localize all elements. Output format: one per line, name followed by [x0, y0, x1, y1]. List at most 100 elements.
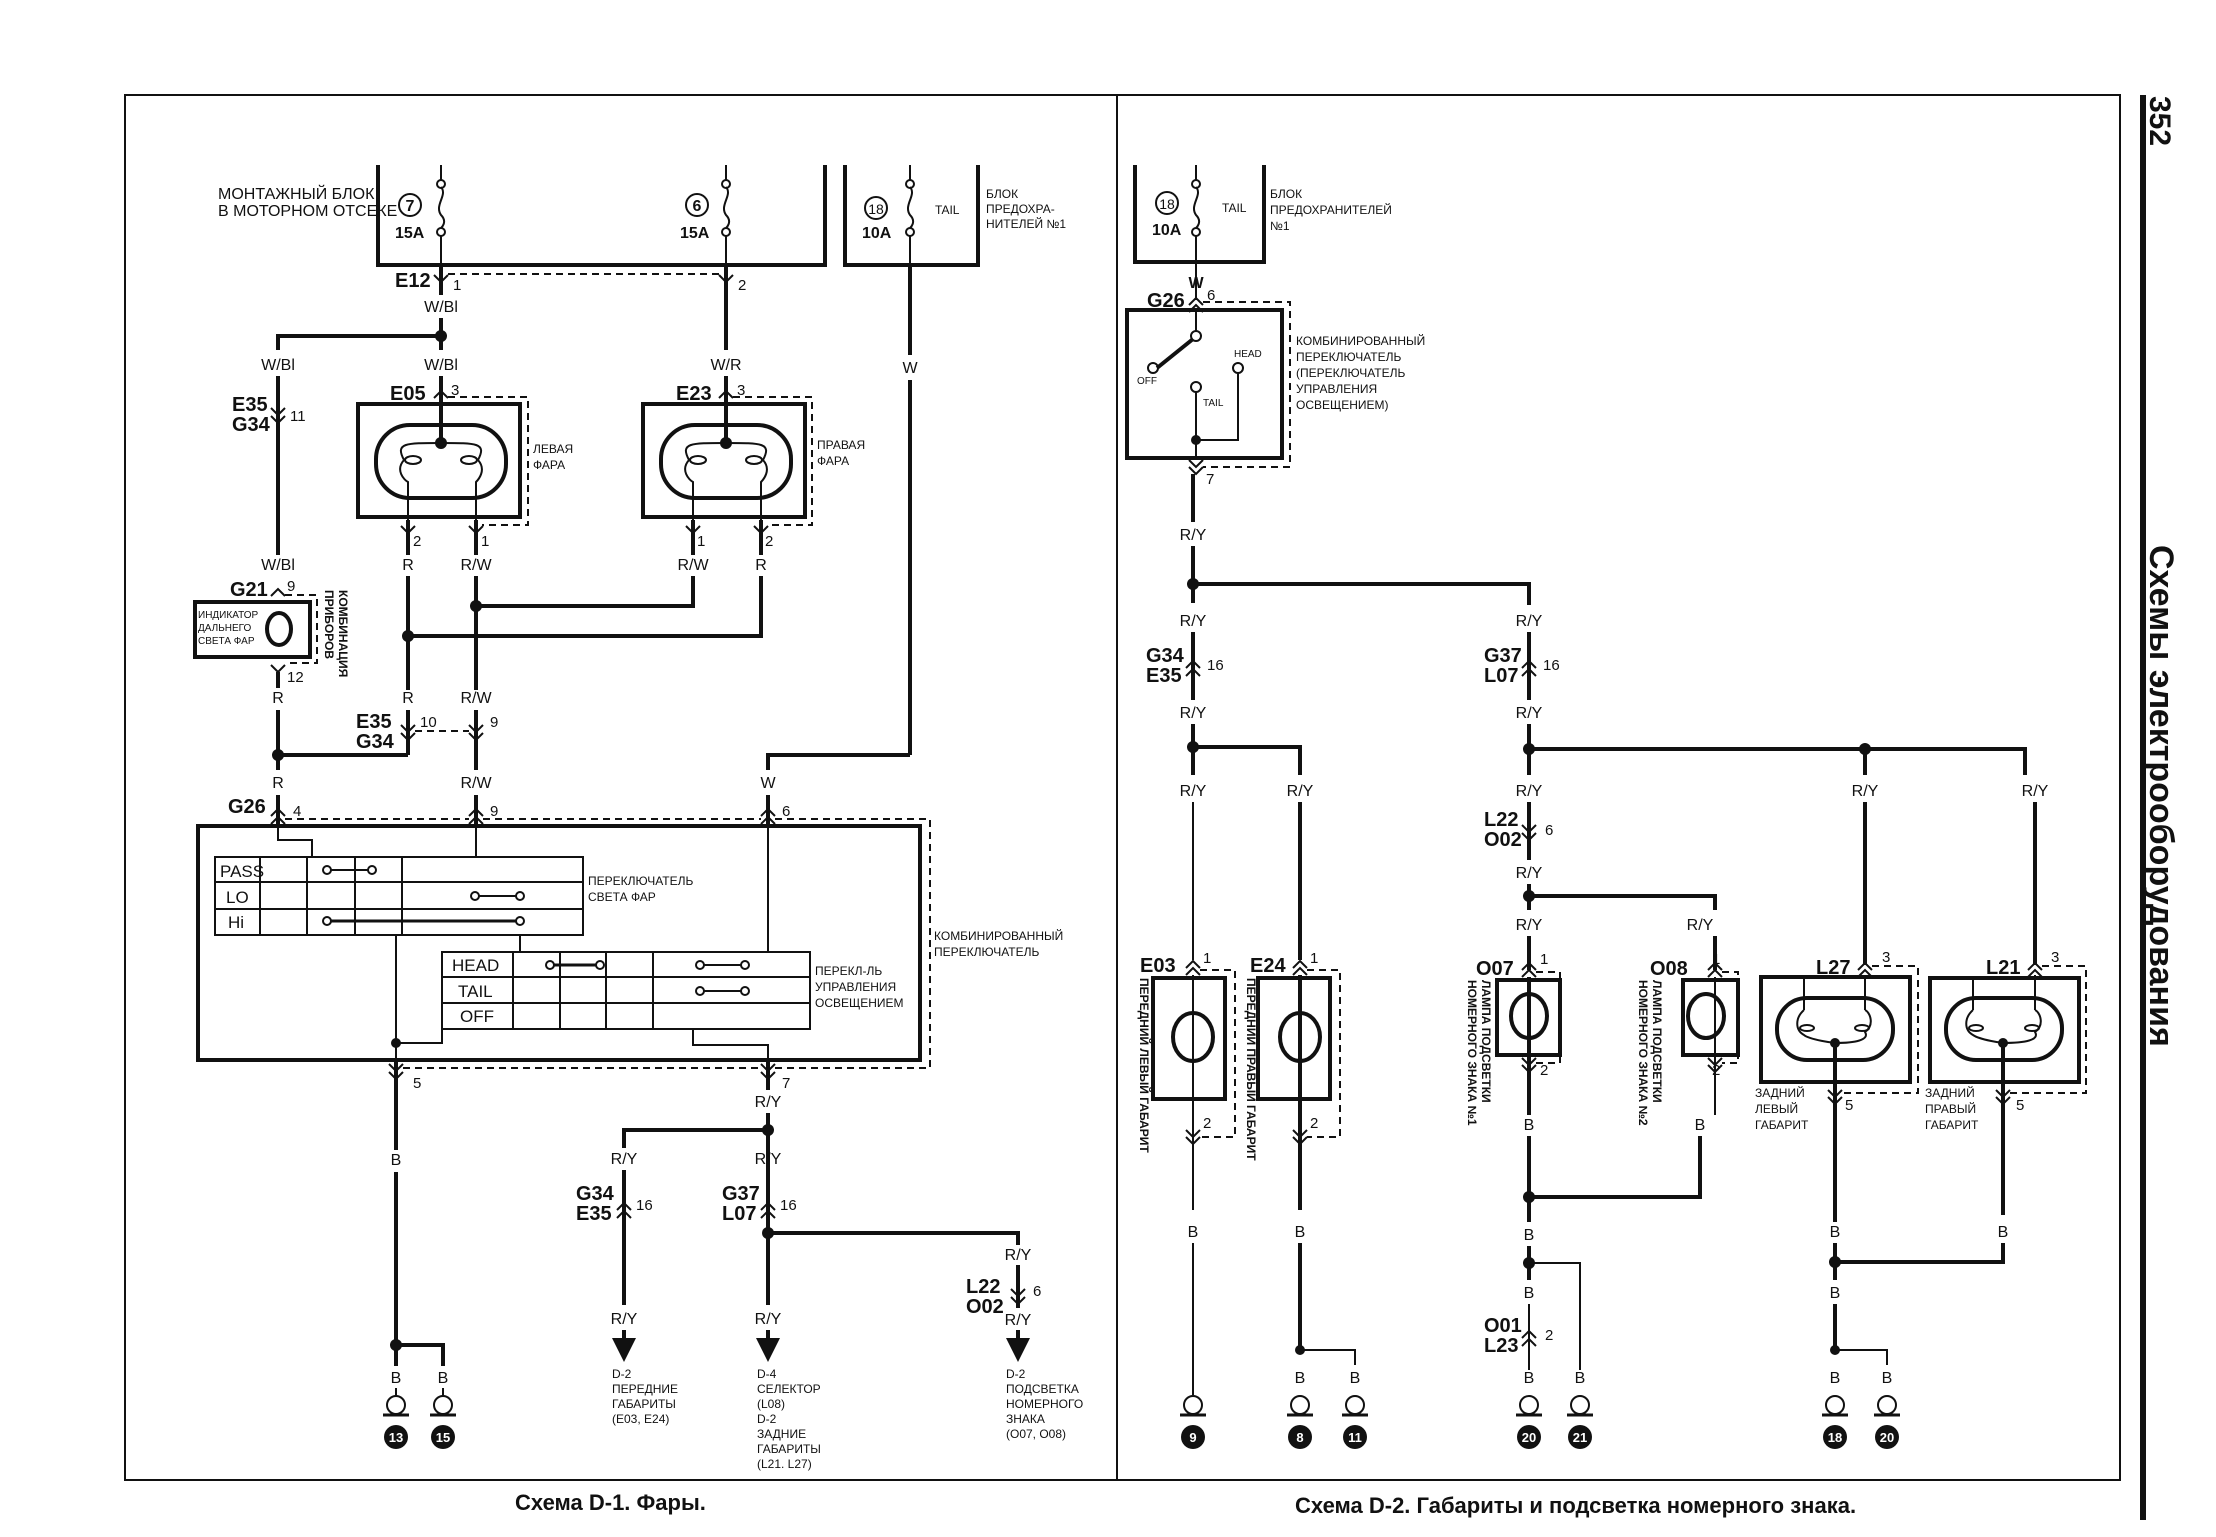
component-label: ЗАДНИЙ — [1755, 1085, 1805, 1100]
connector-label: G26 — [1147, 290, 1185, 312]
component-label: ЛАМПА ПОДСВЕТКИ — [1650, 980, 1664, 1103]
pin-number: 12 — [287, 669, 304, 686]
ground-20b: B 20 — [1874, 1370, 1900, 1449]
pin-number: 1 — [453, 277, 461, 294]
connector-label: E23 — [676, 383, 712, 405]
wire-color-label: R/Y — [1516, 917, 1543, 934]
wire-color-label: B — [1575, 1370, 1586, 1387]
fuse-icon — [723, 165, 731, 265]
wire-color-label: R/Y — [1005, 1312, 1032, 1329]
wire-color-label: R/W — [460, 775, 492, 792]
switch-row-off: OFF — [460, 1007, 494, 1026]
connector-label: L07 — [722, 1203, 756, 1225]
ground-13: B 13 — [383, 1370, 409, 1449]
license-light-1-o07: O07 1 2 ЛАМПА ПОДСВЕТКИ НОМЕРНОГО ЗНАКА … — [1465, 951, 1562, 1126]
ground-number: 15 — [436, 1430, 450, 1445]
rear-left-clearance-l27: L27 3 5 ЗАДНИЙ ЛЕВЫЙ ГАБАРИТ — [1755, 949, 1919, 1132]
wire-color-label: B — [1524, 1117, 1535, 1134]
pin-number: 2 — [1310, 1115, 1318, 1132]
connector-label: E24 — [1250, 955, 1286, 977]
ground-8: B 8 — [1287, 1370, 1313, 1449]
light-switch-g26: G26 6 OFF TAIL HEAD 7 КОМБИНИРОВАННЫЙ ПЕ… — [1125, 287, 1425, 488]
component-label: ЛАМПА ПОДСВЕТКИ — [1479, 980, 1493, 1103]
connector-label: G26 — [228, 796, 266, 818]
wire-color-label: R/Y — [755, 1311, 782, 1328]
fuse-block-label: В МОТОРНОМ ОТСЕКЕ — [218, 203, 397, 220]
license-light-2-o08: O08 1 2 ЛАМПА ПОДСВЕТКИ НОМЕРНОГО ЗНАКА … — [1636, 951, 1740, 1126]
component-label: ОСВЕЩЕНИЕМ) — [1296, 398, 1389, 412]
connector-label: O07 — [1476, 958, 1514, 980]
diagram-d2: 18 10A TAIL БЛОК ПРЕДОХРАНИТЕЛЕЙ №1 W G2… — [1125, 165, 2087, 1518]
wire-color-label: R/Y — [1687, 917, 1714, 934]
wire-color-label: R/Y — [1516, 865, 1543, 882]
wire-color-label: R/W — [460, 690, 492, 707]
wire-color-label: W/Bl — [261, 357, 295, 374]
fuse-block-label: БЛОК — [986, 187, 1018, 201]
wire-color-label: R/Y — [1516, 705, 1543, 722]
bulb-icon — [1686, 992, 1726, 1040]
ground-icon — [1290, 1395, 1310, 1415]
reference-text: D-2 — [612, 1367, 632, 1381]
wire-color-label: R/Y — [2022, 783, 2049, 800]
component-label: УПРАВЛЕНИЯ — [1296, 382, 1377, 396]
connector-label: O08 — [1650, 958, 1688, 980]
wire-color-label: R — [272, 690, 284, 707]
pin-number: 5 — [2016, 1097, 2024, 1114]
ground-icon — [1183, 1395, 1203, 1415]
connector-label: G34 — [576, 1183, 615, 1205]
wire-color-label: R/Y — [1516, 613, 1543, 630]
page-number: 352 — [2143, 96, 2176, 146]
connector-label: O02 — [1484, 829, 1522, 851]
wire-color-label: B — [1295, 1224, 1306, 1241]
connector-label: G37 — [722, 1183, 760, 1205]
wire-color-label: R — [272, 775, 284, 792]
ground-icon — [1570, 1395, 1590, 1415]
connector-label: O01 — [1484, 1315, 1522, 1337]
wire-color-label: B — [1524, 1285, 1535, 1302]
wire-color-label: B — [1882, 1370, 1893, 1387]
pin-number: 1 — [1203, 950, 1211, 967]
fuse-number: 18 — [868, 201, 884, 217]
component-label: ЗАДНИЙ — [1925, 1085, 1975, 1100]
wire-color-label: R/Y — [1180, 783, 1207, 800]
wire-color-label: R — [402, 690, 414, 707]
pin-number: 16 — [1207, 657, 1224, 674]
component-label: ПЕРЕДНИЙ ПРАВЫЙ ГАБАРИТ — [1244, 978, 1259, 1161]
wire-color-label: B — [391, 1152, 402, 1169]
component-label: ОСВЕЩЕНИЕМ — [815, 996, 904, 1010]
wire-color-label: B — [1350, 1370, 1361, 1387]
pin-number: 1 — [1712, 951, 1720, 968]
pin-number: 9 — [490, 714, 498, 731]
pin-number: 6 — [1033, 1283, 1041, 1300]
pin-number: 7 — [1206, 471, 1214, 488]
ground-18: B 18 — [1822, 1370, 1848, 1449]
pin-number: 10 — [420, 714, 437, 731]
combination-switch-g26: G26 4 9 6 КОМБИНИРОВАННЫЙ ПЕРЕКЛЮЧАТЕЛЬ … — [196, 795, 1063, 1092]
component-label: ПЕРЕКЛЮЧАТЕЛЬ — [588, 874, 694, 888]
fuse-number: 6 — [693, 198, 702, 215]
pin-number: 16 — [1543, 657, 1560, 674]
ground-number: 9 — [1189, 1430, 1196, 1445]
rear-right-clearance-l21: L21 3 5 ЗАДНИЙ ПРАВЫЙ ГАБАРИТ — [1925, 949, 2087, 1215]
reference-text: (L21. L27) — [757, 1457, 812, 1471]
reference-text: ГАБАРИТЫ — [757, 1442, 821, 1456]
pin-number: 4 — [293, 803, 301, 820]
ground-11: B 11 — [1342, 1370, 1368, 1449]
connector-label: E35 — [1146, 665, 1182, 687]
connector-label: L22 — [966, 1276, 1000, 1298]
wire-color-label: R/Y — [1852, 783, 1879, 800]
front-right-clearance-e24: E24 1 2 ПЕРЕДНИЙ ПРАВЫЙ ГАБАРИТ — [1244, 950, 1341, 1210]
fuse-rating: 15A — [395, 225, 425, 242]
connector-label: L07 — [1484, 665, 1518, 687]
wire-color-label: W/Bl — [261, 557, 295, 574]
ground-number: 8 — [1296, 1430, 1303, 1445]
arrow-down-icon — [1006, 1338, 1030, 1362]
pin-number: 5 — [1845, 1097, 1853, 1114]
component-label: УПРАВЛЕНИЯ — [815, 980, 896, 994]
wire-color-label: B — [391, 1370, 402, 1387]
component-label: ПРАВЫЙ — [1925, 1101, 1976, 1116]
connector-label: L23 — [1484, 1335, 1518, 1357]
pin-number: 1 — [481, 533, 489, 550]
fuse-block-label: ПРЕДОХРА- — [986, 202, 1055, 216]
fuse-rating: 10A — [862, 225, 892, 242]
